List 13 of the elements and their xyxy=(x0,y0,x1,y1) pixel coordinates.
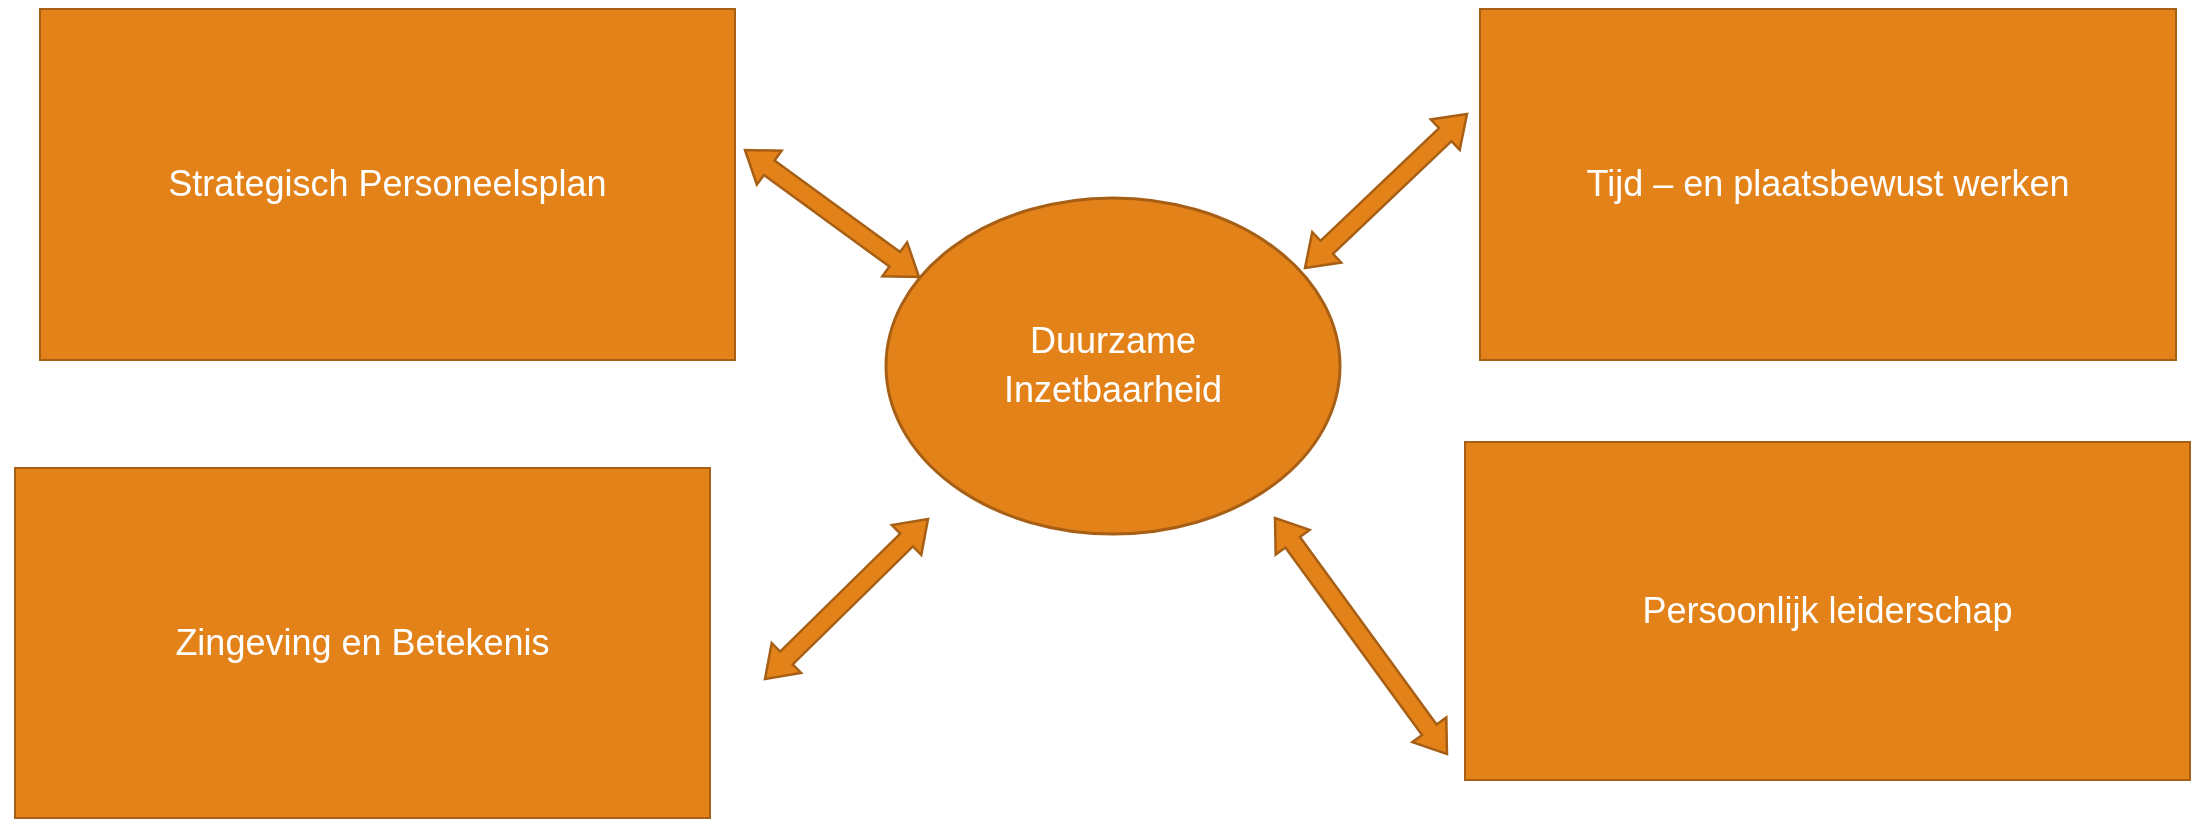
process-box xyxy=(1479,8,2177,361)
double-arrow xyxy=(1303,112,1469,270)
process-box xyxy=(1464,441,2191,781)
node-label: Strategisch Personeelsplan xyxy=(167,162,608,207)
double-arrow xyxy=(1273,516,1449,756)
node-label: Tijd – en plaatsbewust werken xyxy=(1585,162,2071,207)
process-box xyxy=(14,467,711,819)
double-arrow xyxy=(743,148,921,279)
double-arrow xyxy=(763,517,930,681)
node-label: Duurzame Inzetbaarheid xyxy=(1002,319,1224,412)
node-label: Persoonlijk leiderschap xyxy=(1641,588,2014,633)
process-box xyxy=(39,8,736,361)
node-label: Zingeving en Betekenis xyxy=(174,620,551,665)
